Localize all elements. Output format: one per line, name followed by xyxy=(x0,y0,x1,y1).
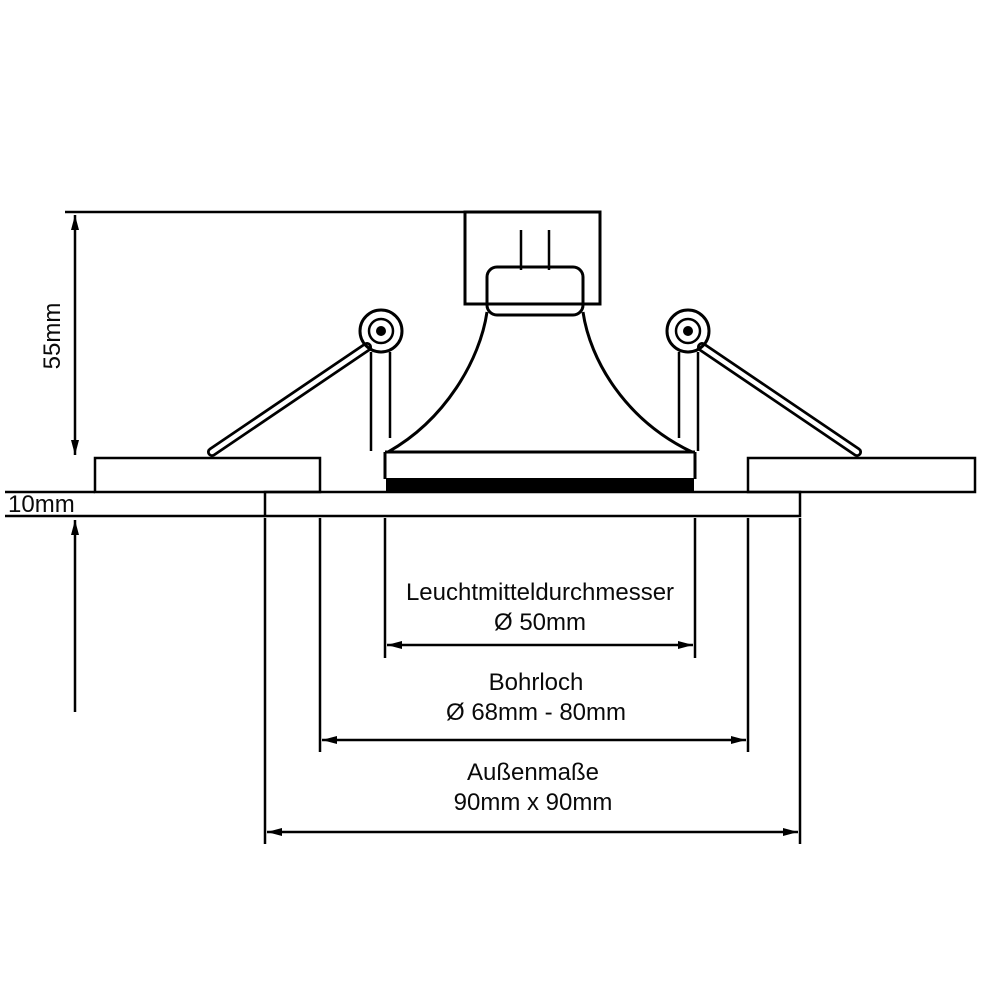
clip-coil-outer-left xyxy=(358,308,404,354)
drill-hole-value: Ø 68mm - 80mm xyxy=(446,699,626,726)
dimension-drill-hole: Bohrloch Ø 68mm - 80mm xyxy=(318,518,750,752)
ceiling-section-right xyxy=(746,456,977,494)
lamp-connector-box xyxy=(463,210,602,306)
dimension-outer-size: Außenmaße 90mm x 90mm xyxy=(263,518,802,844)
bulb-diameter-value: Ø 50mm xyxy=(494,609,586,636)
outer-size-title: Außenmaße xyxy=(467,759,599,786)
outer-size-value: 90mm x 90mm xyxy=(454,789,613,816)
clip-coil-center-left xyxy=(376,326,386,336)
dimension-bulb-diameter: Leuchtmitteldurchmesser Ø 50mm xyxy=(383,518,697,658)
dimension-height-55mm: 55mm xyxy=(39,215,79,455)
clip-coil-middle-left xyxy=(367,317,395,345)
lamp-cone-left-edge xyxy=(387,311,489,454)
bulb-diameter-title: Leuchtmitteldurchmesser xyxy=(406,579,674,606)
clip-coil-center-right xyxy=(683,326,693,336)
trim-ring-bar xyxy=(263,490,802,518)
clip-arm-left-inner xyxy=(209,344,370,455)
drill-hole-title: Bohrloch xyxy=(489,669,584,696)
lamp-cone-right-edge xyxy=(581,311,693,454)
clip-coil-middle-right xyxy=(674,317,702,345)
dimension-thickness-10mm: 10mm xyxy=(5,490,265,712)
lamp-base xyxy=(485,265,585,317)
height-dimension-label: 55mm xyxy=(39,303,66,370)
spring-clip-left xyxy=(207,308,404,457)
thickness-dimension-label: 10mm xyxy=(8,491,75,518)
lamp-fixture xyxy=(383,210,697,492)
ceiling-section-left xyxy=(93,456,322,494)
clip-coil-outer-right xyxy=(665,308,711,354)
lamp-front-face xyxy=(386,478,694,492)
clip-arm-right-inner xyxy=(699,344,860,455)
spring-clip-right xyxy=(665,308,862,457)
